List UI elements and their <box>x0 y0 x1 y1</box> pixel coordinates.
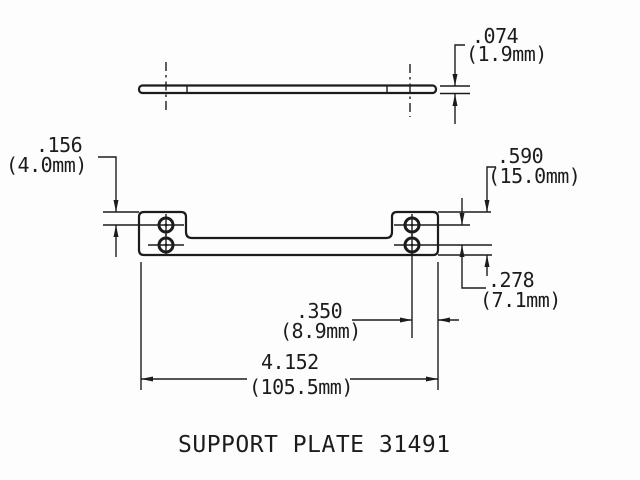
dim-thickness-inches: .074 <box>472 24 519 48</box>
dim-hole-spacing-metric: (7.1mm) <box>480 288 561 312</box>
arrowhead-up <box>452 94 458 106</box>
dim-end-height-metric: (15.0mm) <box>488 164 580 188</box>
dim-hole-spacing: .278 (7.1mm) <box>459 198 561 312</box>
leader-line <box>461 245 486 289</box>
hole-lower-left <box>157 234 175 256</box>
dim-hole-to-end-inches: .350 <box>296 299 342 323</box>
leader-line <box>454 44 465 86</box>
arrowhead-down <box>113 200 119 212</box>
leader-line <box>98 156 117 212</box>
dim-overall-length-metric: (105.5mm) <box>249 375 353 399</box>
dim-end-height: .590 (15.0mm) <box>438 144 581 276</box>
plate-front-outline <box>137 210 440 257</box>
dim-end-height-inches: .590 <box>497 144 543 168</box>
arrowhead-left <box>438 317 450 323</box>
arrowhead-up <box>113 225 119 237</box>
arrowhead-right <box>426 376 438 382</box>
dim-thickness-metric: (1.9mm) <box>466 42 547 66</box>
hole-upper-right <box>403 214 421 236</box>
arrowhead-up <box>484 255 490 267</box>
leader-line <box>486 166 496 212</box>
arrowhead-right <box>400 317 412 323</box>
arrowhead-left <box>141 376 153 382</box>
dim-overall-length: 4.152 (105.5mm) <box>140 262 439 399</box>
dim-edge-to-hole-inches: .156 <box>36 133 82 157</box>
hole-upper-left <box>157 214 175 236</box>
dim-hole-to-end-metric: (8.9mm) <box>280 319 361 343</box>
arrowhead-down <box>484 200 490 212</box>
arrowhead-up <box>459 245 465 257</box>
edge-view <box>137 62 438 117</box>
dim-overall-length-inches: 4.152 <box>261 350 319 374</box>
dim-hole-spacing-inches: .278 <box>488 268 534 292</box>
plate-edge-outline <box>137 84 438 95</box>
drawing-title: SUPPORT PLATE 31491 <box>178 432 451 458</box>
dim-thickness: .074 (1.9mm) <box>440 24 547 124</box>
dim-edge-to-hole: .156 (4.0mm) <box>6 133 139 257</box>
arrowhead-down <box>452 74 458 86</box>
arrowhead-down <box>459 213 465 225</box>
dim-hole-to-end: .350 (8.9mm) <box>280 251 459 343</box>
front-view <box>103 210 492 257</box>
dim-edge-to-hole-metric: (4.0mm) <box>6 153 87 177</box>
